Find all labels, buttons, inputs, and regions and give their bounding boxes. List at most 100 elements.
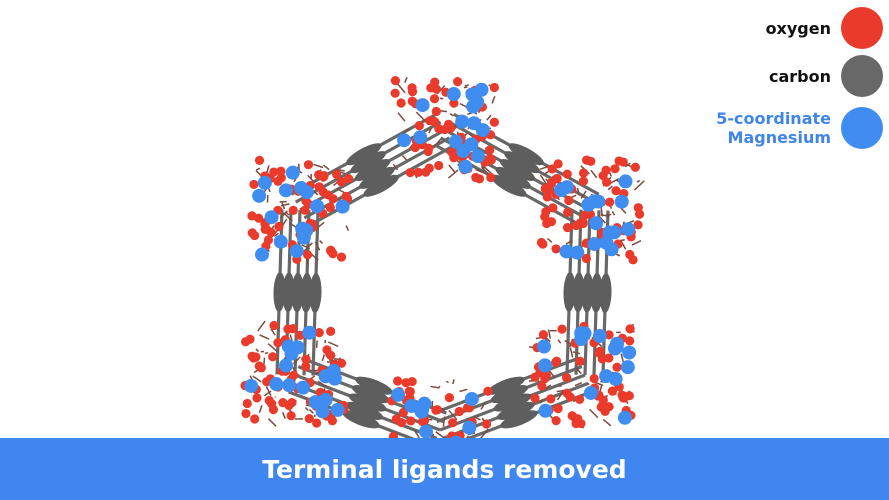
oxygen-atom: [388, 431, 399, 438]
magnesium-atom: [537, 339, 552, 354]
cluster-bond: [624, 162, 631, 168]
cluster-bond: [600, 206, 604, 217]
oxygen-atom: [612, 362, 622, 372]
magnesium-atom: [537, 358, 552, 373]
cluster-bond: [292, 356, 301, 365]
oxygen-atom: [301, 354, 311, 365]
legend-swatch-oxygen: [841, 7, 883, 49]
magnesium-atom: [279, 358, 294, 373]
oxygen-atom: [327, 416, 337, 426]
carbon-ring: [309, 273, 322, 314]
oxygen-atom: [431, 106, 441, 117]
cluster-bond: [317, 221, 325, 228]
oxygen-atom: [625, 336, 635, 346]
oxygen-atom: [326, 326, 336, 336]
magnesium-atom: [295, 221, 310, 236]
cluster-bond: [466, 435, 469, 438]
magnesium-atom: [296, 380, 311, 395]
magnesium-atom: [618, 174, 633, 189]
oxygen-atom: [405, 167, 415, 178]
magnesium-atom: [404, 398, 419, 413]
carbon-ring: [493, 393, 532, 412]
atom-legend: oxygen carbon 5-coordinate Magnesium: [629, 0, 889, 160]
oxygen-atom: [448, 418, 458, 428]
magnesium-atom: [397, 133, 412, 148]
cluster-bond: [452, 379, 455, 385]
cluster-bond: [392, 163, 399, 171]
oxygen-atom: [542, 218, 552, 229]
oxygen-atom: [485, 145, 495, 155]
oxygen-atom: [530, 393, 540, 403]
cluster-bond: [447, 169, 459, 179]
oxygen-atom: [483, 386, 493, 396]
oxygen-atom: [546, 394, 556, 404]
oxygen-atom: [287, 397, 297, 408]
cluster-bond: [404, 76, 408, 83]
oxygen-atom: [581, 253, 592, 264]
magnesium-atom: [587, 237, 602, 252]
oxygen-atom: [553, 404, 563, 414]
cluster-bond: [336, 187, 346, 194]
magnesium-atom: [470, 149, 485, 164]
carbon-ring: [345, 401, 384, 420]
magnesium-atom: [310, 199, 325, 214]
cluster-bond: [607, 185, 613, 191]
oxygen-atom: [444, 393, 454, 403]
cluster-bond: [442, 416, 446, 427]
cluster-bond: [252, 375, 262, 383]
oxygen-atom: [276, 166, 286, 176]
oxygen-atom: [630, 162, 640, 172]
magnesium-atom: [244, 378, 259, 393]
oxygen-atom: [325, 246, 336, 256]
oxygen-atom: [393, 376, 403, 386]
carbon-ring: [348, 393, 387, 412]
cluster-bond: [440, 407, 445, 412]
cluster-bond: [255, 167, 261, 171]
cluster-bond: [636, 179, 641, 183]
oxygen-atom: [278, 398, 288, 408]
oxygen-atom: [421, 167, 431, 177]
magnesium-atom: [289, 244, 304, 259]
carbon-ring: [491, 174, 527, 197]
cluster-bond: [396, 82, 406, 94]
cluster-bond: [539, 166, 548, 171]
oxygen-atom: [247, 351, 257, 361]
magnesium-atom: [464, 391, 479, 406]
cluster-bond: [620, 353, 625, 364]
magnesium-atom: [252, 188, 267, 203]
oxygen-atom: [252, 393, 262, 403]
oxygen-atom: [303, 160, 314, 170]
magnesium-atom: [614, 194, 629, 209]
oxygen-atom: [625, 324, 635, 334]
carbon-ring: [599, 273, 612, 314]
carbon-ring: [500, 410, 538, 429]
oxygen-atom: [410, 142, 420, 153]
oxygen-atom: [304, 414, 314, 424]
legend-item-carbon: carbon: [769, 55, 883, 97]
cluster-bond: [435, 431, 446, 438]
cluster-bond: [259, 334, 270, 340]
cluster-bond: [545, 337, 551, 343]
oxygen-atom: [322, 345, 332, 355]
cluster-bond: [264, 351, 269, 355]
cluster-bond: [569, 347, 574, 358]
oxygen-atom: [273, 176, 283, 186]
magnesium-atom: [554, 182, 569, 197]
cluster-bond: [539, 398, 544, 404]
cluster-bond: [257, 320, 266, 332]
cluster-bond: [446, 380, 450, 384]
oxygen-atom: [454, 406, 464, 417]
magnesium-atom: [285, 165, 300, 180]
oxygen-atom: [390, 88, 400, 98]
cluster-bond: [258, 405, 263, 414]
oxygen-atom: [323, 190, 333, 200]
oxygen-atom: [430, 77, 440, 87]
magnesium-atom: [450, 435, 462, 438]
oxygen-atom: [314, 182, 324, 192]
oxygen-atom: [407, 96, 417, 106]
carbon-ring: [504, 151, 540, 174]
cluster-bond: [611, 211, 616, 216]
oxygen-atom: [262, 377, 272, 387]
carbon-ring: [282, 272, 295, 313]
